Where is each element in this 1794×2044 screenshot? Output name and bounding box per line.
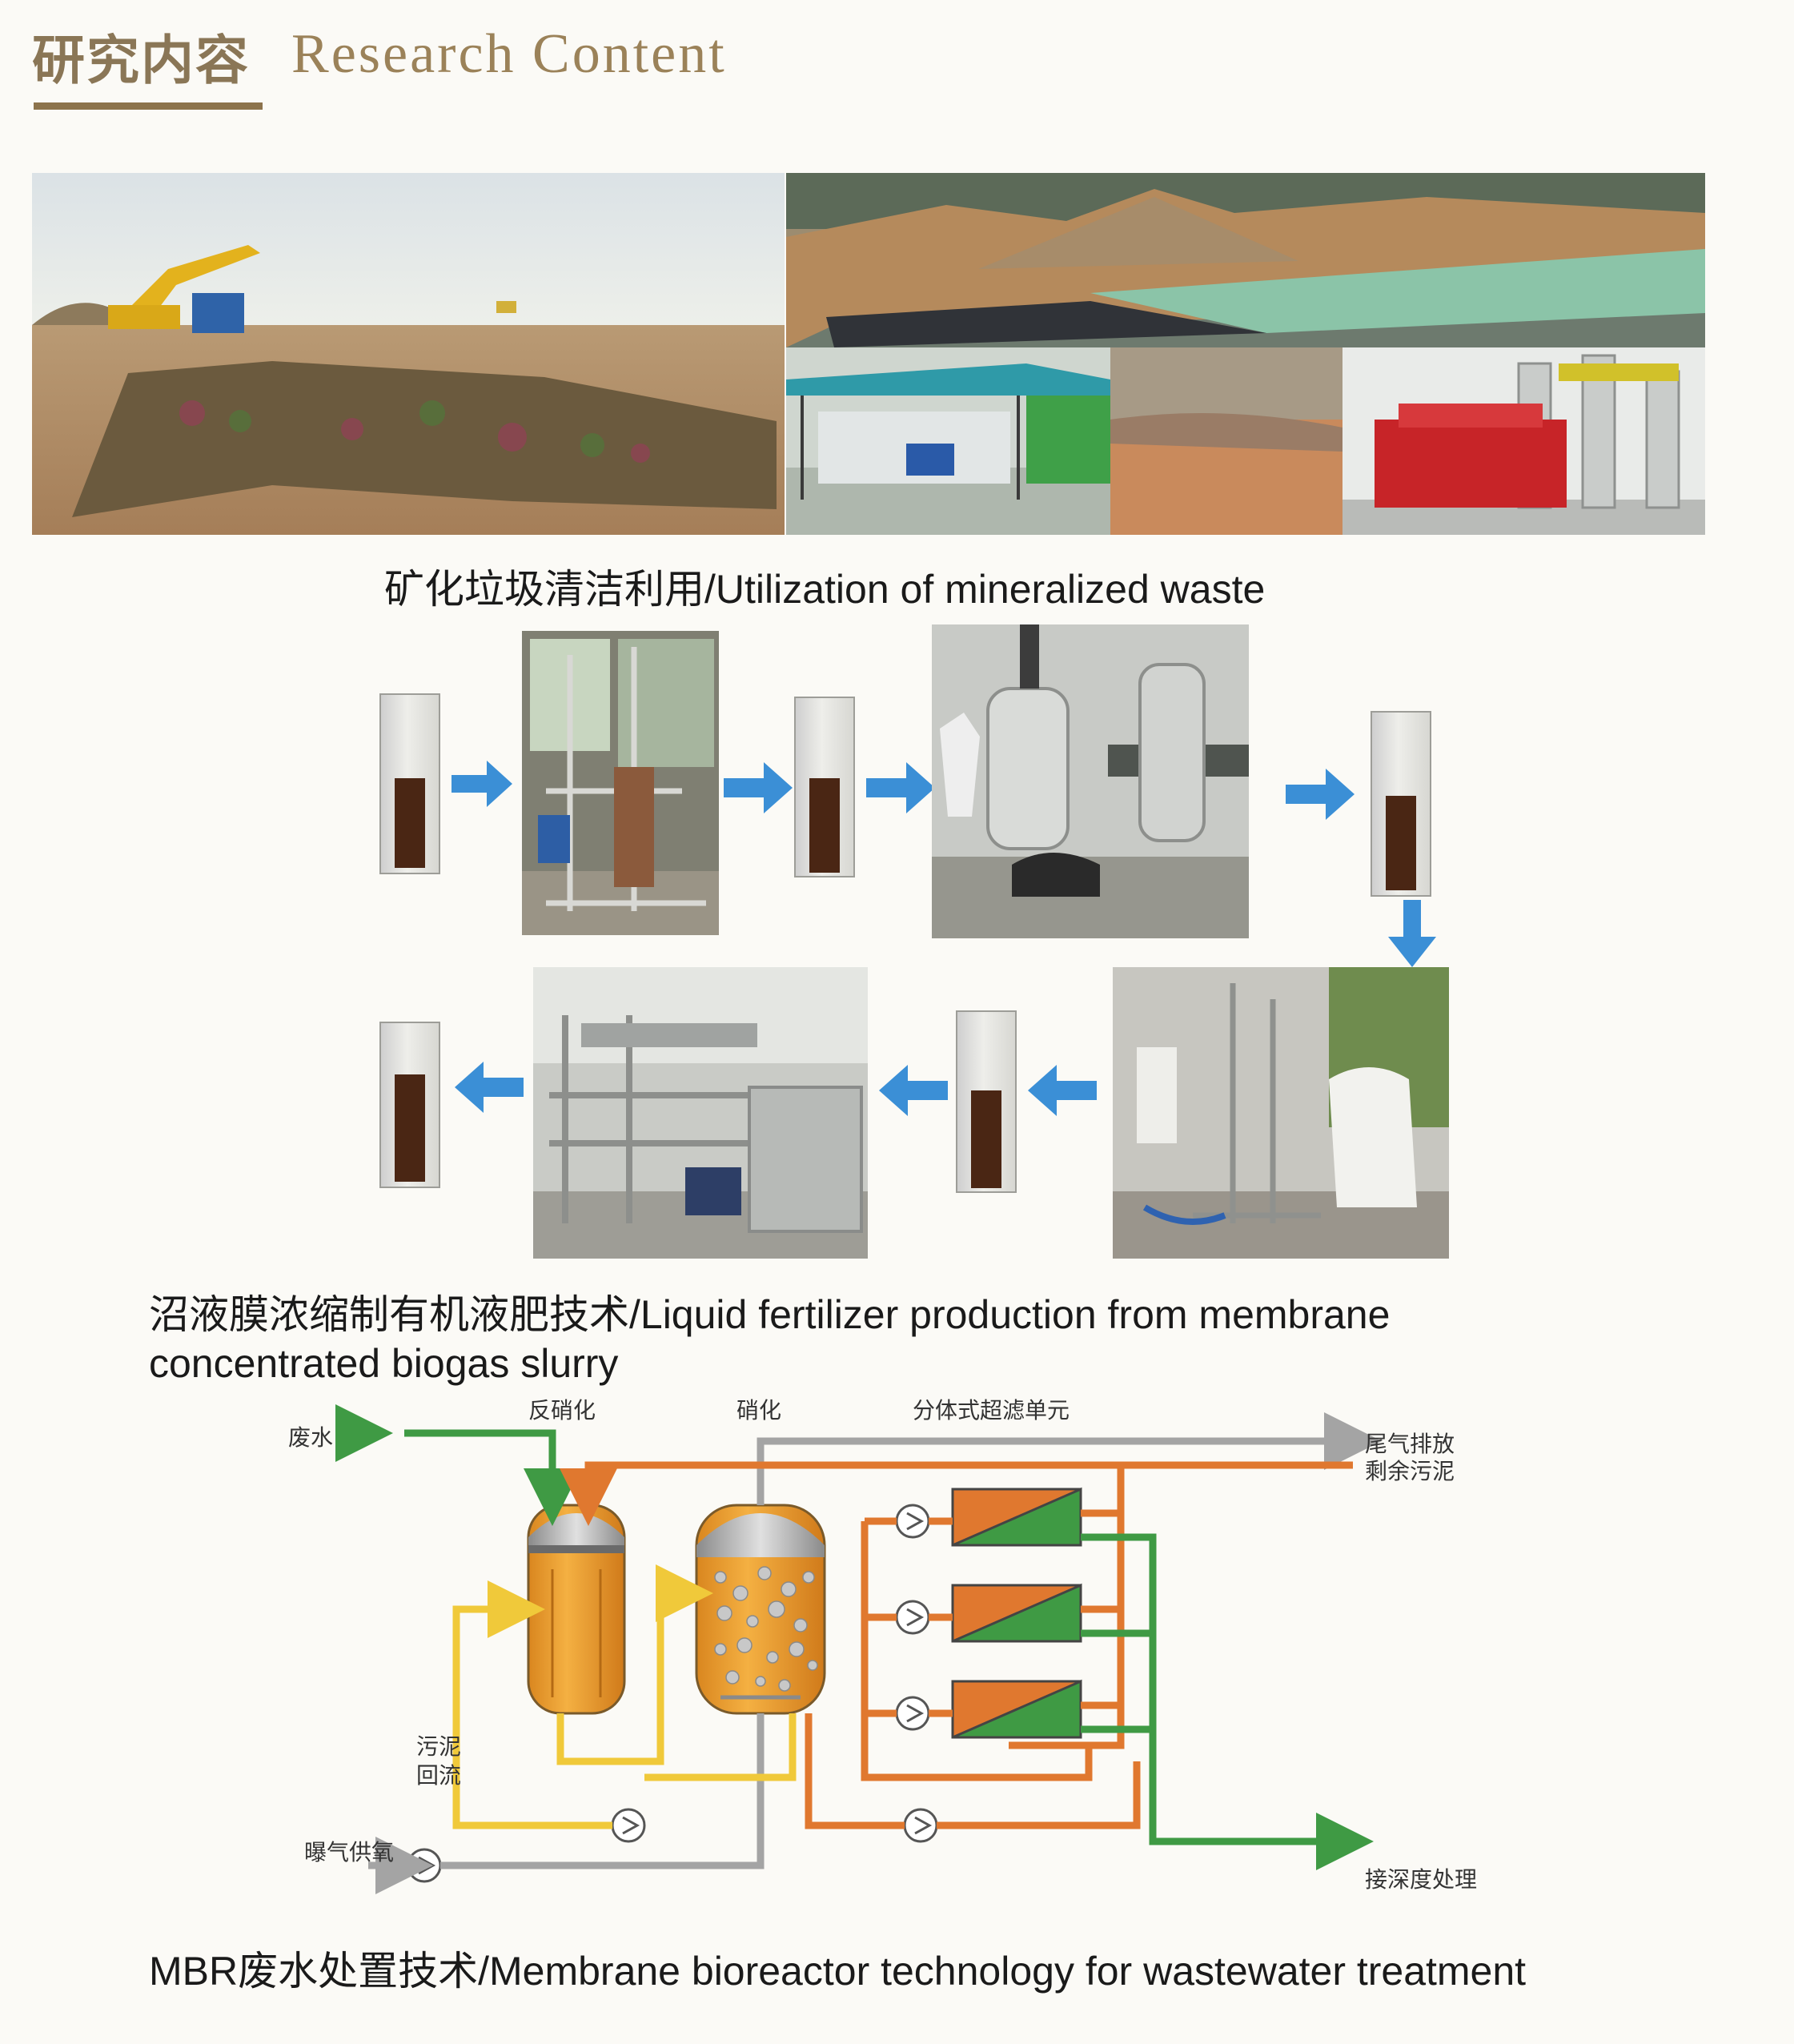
title-chinese: 研究内容 [32, 29, 250, 91]
flow-arrow-left [455, 1062, 524, 1116]
label-sludge: 污泥 [416, 1733, 462, 1760]
label-wastewater: 废水 [288, 1424, 334, 1451]
ultrafiltration-unit-photo [1113, 967, 1449, 1259]
pretreatment-unit-photo [522, 631, 719, 935]
title-underline [34, 102, 263, 110]
label-advanced-treatment: 接深度处理 [1365, 1866, 1478, 1893]
landfill-excavation-photo [32, 173, 785, 535]
sample-tube [794, 697, 855, 877]
flow-arrow-right [452, 761, 512, 810]
title-english: Research Content [291, 23, 727, 85]
section2-caption-line2: concentrated biogas slurry [149, 1341, 619, 1386]
section1-caption: 矿化垃圾清洁利用/Utilization of mineralized wast… [384, 567, 1266, 612]
soil-ground-photo [1110, 347, 1342, 535]
section2-caption-line1: 沼液膜浓缩制有机液肥技术/Liquid fertilizer productio… [149, 1292, 1391, 1337]
reverse-osmosis-unit-photo [533, 967, 868, 1259]
label-tail-gas: 尾气排放 [1365, 1431, 1455, 1457]
flow-arrow-down [1388, 900, 1436, 970]
label-uf-unit: 分体式超滤单元 [913, 1397, 1070, 1424]
section3-caption: MBR废水处置技术/Membrane bioreactor technology… [149, 1949, 1527, 1994]
flow-arrow-right [724, 762, 793, 817]
flow-arrow-right [1286, 769, 1355, 823]
leachate-treatment-facility-photo [786, 347, 1110, 535]
mbr-process-diagram: 反硝化 硝化 分体式超滤单元 废水 尾气排放 剩余污泥 污泥 回流 曝气供氧 接… [288, 1393, 1537, 1905]
label-return: 回流 [416, 1762, 462, 1789]
label-denitrification: 反硝化 [528, 1397, 596, 1424]
sample-tube [379, 693, 440, 874]
landfill-site-panorama-photo [786, 173, 1705, 347]
flow-arrow-right [866, 762, 935, 817]
sample-tube [1371, 711, 1431, 897]
flow-arrow-left [1028, 1065, 1097, 1119]
stainless-steel-reactor-photo [932, 624, 1249, 938]
label-nitrification: 硝化 [736, 1397, 782, 1424]
biogas-generator-photo [1342, 347, 1705, 535]
sample-tube [379, 1022, 440, 1188]
flow-arrow-left [879, 1065, 948, 1119]
label-aeration: 曝气供氧 [304, 1839, 395, 1865]
label-excess-sludge: 剩余污泥 [1365, 1458, 1455, 1484]
sample-tube [956, 1010, 1017, 1193]
